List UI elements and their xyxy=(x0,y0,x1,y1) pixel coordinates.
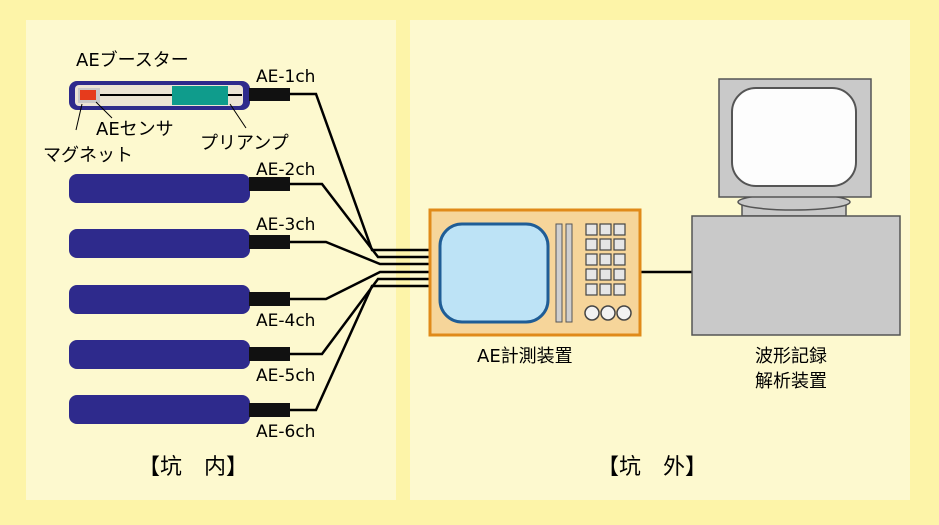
channel-label-6: AE-6ch xyxy=(256,422,315,442)
booster-title: AEブースター xyxy=(76,49,189,71)
analyzer-computer xyxy=(691,78,901,336)
instrument-keypad xyxy=(585,223,626,296)
magnet-label: マグネット xyxy=(43,145,133,166)
channel-label-1: AE-1ch xyxy=(256,67,315,87)
connector-ch1 xyxy=(249,88,290,101)
ae-instrument-label: AE計測装置 xyxy=(477,346,573,367)
monitor-screen xyxy=(731,87,857,187)
cable-ch6 xyxy=(290,284,430,412)
ae-instrument xyxy=(428,208,642,337)
analyzer-label-line2: 解析装置 xyxy=(755,371,827,392)
preamp xyxy=(172,86,228,105)
cable-ch2 xyxy=(290,182,430,259)
computer-case xyxy=(691,215,901,336)
signal-cables xyxy=(290,92,692,412)
instrument-slider-1 xyxy=(555,223,563,323)
ae-booster-6 xyxy=(69,395,290,424)
channel-label-3: AE-3ch xyxy=(256,215,315,235)
cable-ch5 xyxy=(290,277,430,356)
analyzer-label-line1: 波形記録 xyxy=(755,346,827,367)
surface-region-label: 【坑 外】 xyxy=(597,455,707,480)
channel-label-2: AE-2ch xyxy=(256,160,315,180)
instrument-slider-2 xyxy=(565,223,573,323)
leader-preamp xyxy=(229,103,247,129)
instrument-knobs xyxy=(584,305,632,321)
cable-ch1 xyxy=(290,92,430,252)
leader-sensor xyxy=(95,101,113,119)
cable-ch4 xyxy=(290,270,430,301)
ae-booster-2 xyxy=(69,174,290,203)
instrument-screen xyxy=(438,222,550,324)
preamp-label: プリアンプ xyxy=(200,133,289,154)
ae-booster-3 xyxy=(69,229,290,258)
ae-booster-detail xyxy=(69,81,290,131)
sensor-label: AEセンサ xyxy=(96,119,174,140)
ae-booster-4 xyxy=(69,285,290,314)
leader-magnet xyxy=(75,103,83,131)
ae-sensor xyxy=(80,90,96,100)
ae-booster-5 xyxy=(69,340,290,369)
channel-label-5: AE-5ch xyxy=(256,366,315,386)
underground-region-label: 【坑 内】 xyxy=(138,455,248,480)
channel-label-4: AE-4ch xyxy=(256,311,315,331)
cable-ch3 xyxy=(290,240,430,266)
